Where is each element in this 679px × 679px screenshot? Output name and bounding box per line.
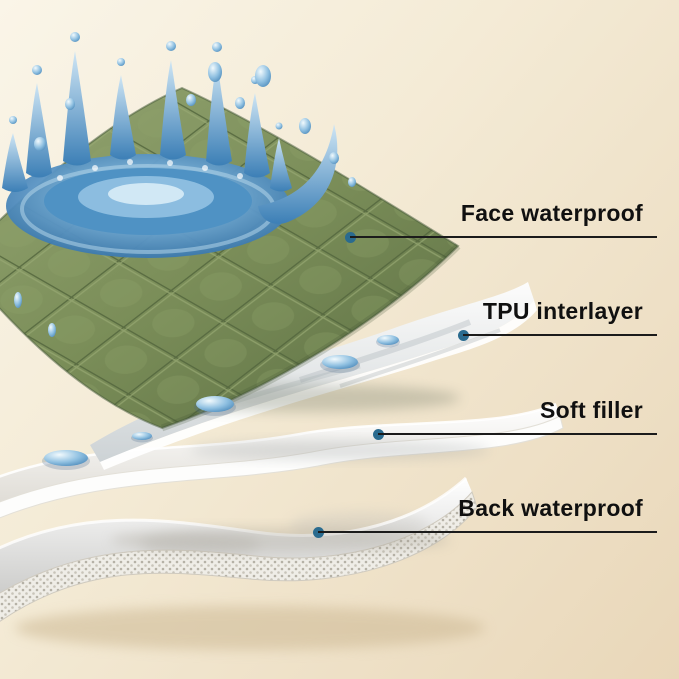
- callout-line: [350, 236, 657, 238]
- annotation-label: Back waterproof: [458, 495, 643, 521]
- water-droplets: [34, 62, 356, 187]
- tpu-interlayer-layer: [90, 282, 537, 470]
- surface-droplets: [42, 335, 400, 470]
- annotation-label: TPU interlayer: [482, 298, 643, 324]
- callout-line: [318, 531, 657, 533]
- callout-line: [463, 334, 657, 336]
- ground-shadow: [15, 606, 485, 650]
- annotation-label: Face waterproof: [460, 200, 643, 226]
- callout-line: [378, 433, 657, 435]
- water-splash: [2, 32, 338, 337]
- annotation-label: Soft filler: [540, 397, 643, 423]
